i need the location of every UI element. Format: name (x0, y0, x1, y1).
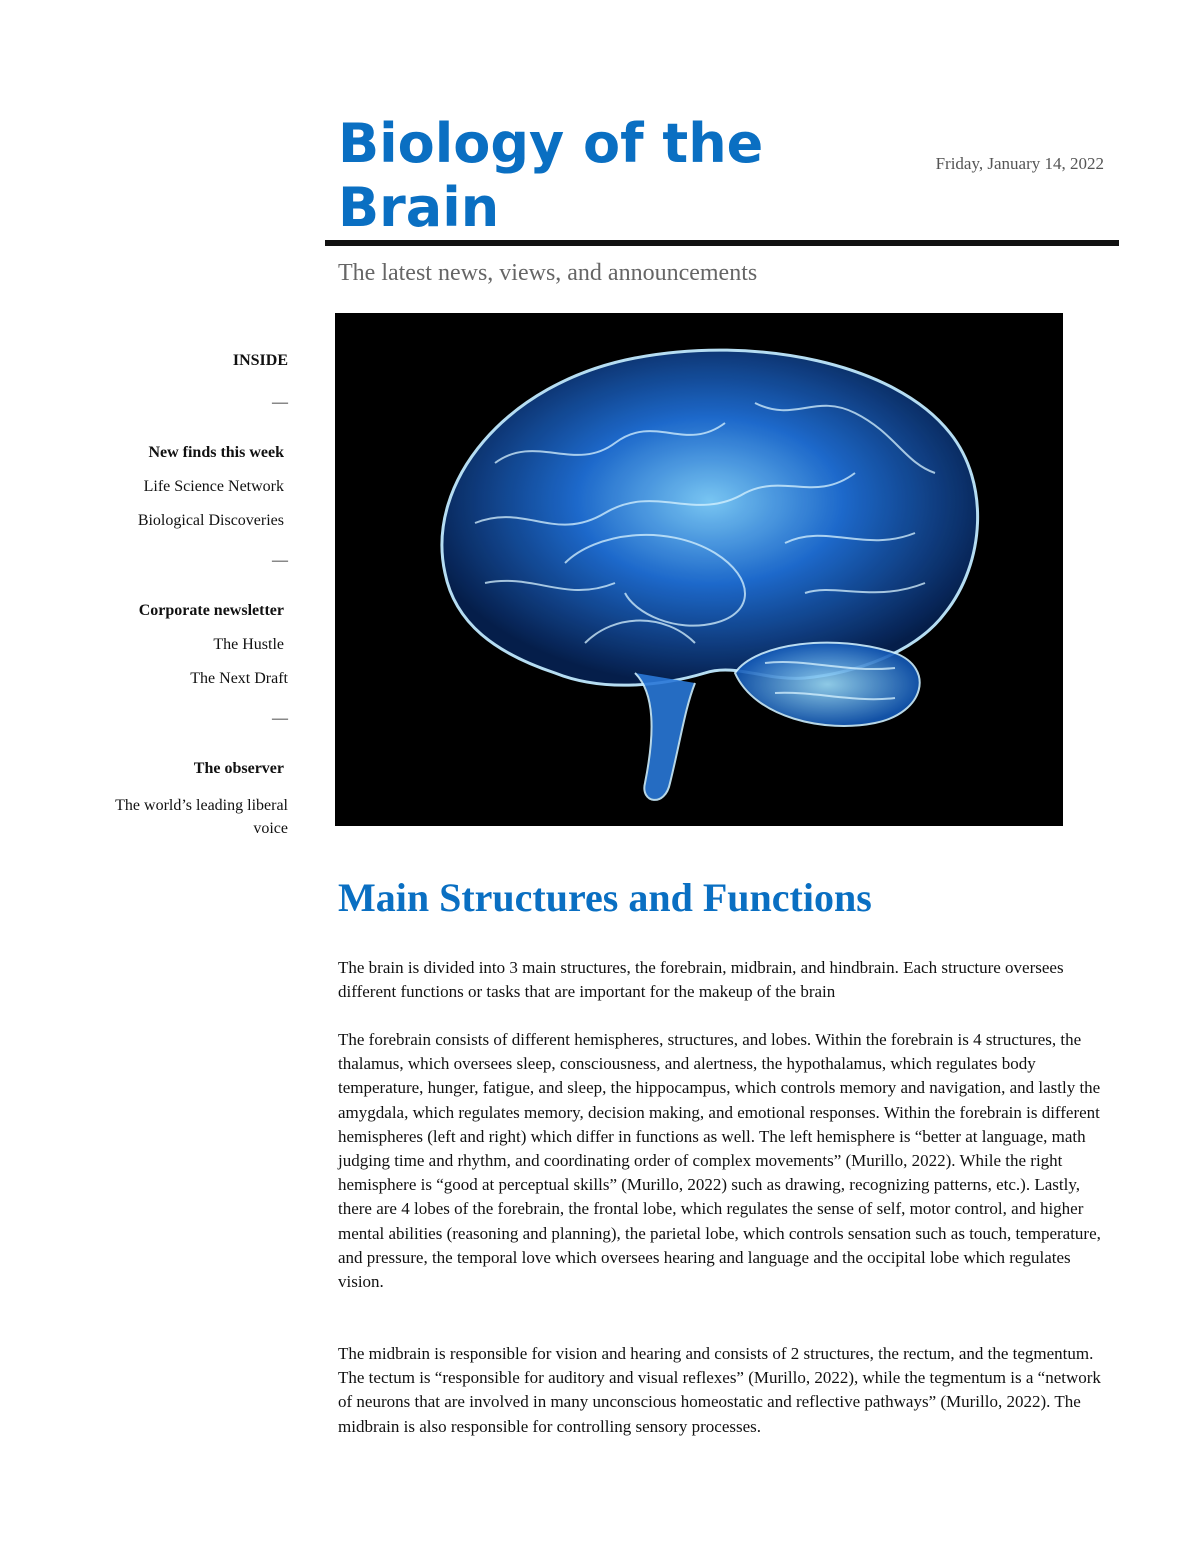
article-paragraph: The brain is divided into 3 main structu… (338, 958, 1064, 1002)
section-heading-corporate-newsletter: Corporate newsletter (138, 602, 284, 619)
newsletter-subtitle: The latest news, views, and announcement… (338, 260, 758, 286)
newsletter-title: Biology of the Brain (338, 112, 764, 239)
brain-illustration-icon (440, 348, 980, 801)
sidebar-divider: — (272, 394, 288, 411)
article-paragraph: The forebrain consists of different hemi… (338, 1030, 1101, 1292)
sidebar-link-the-next-draft[interactable]: The Next Draft (190, 670, 288, 687)
brain-image (335, 313, 1063, 826)
sidebar-link-life-science-network[interactable]: Life Science Network (143, 478, 284, 495)
section-heading-the-observer: The observer (193, 760, 284, 777)
article-heading: Main Structures and Functions (338, 875, 872, 920)
sidebar-link-observer-tagline[interactable]: The world’s leading liberal voice (115, 797, 288, 837)
sidebar-divider: — (272, 552, 288, 569)
inside-label: INSIDE (232, 352, 288, 369)
sidebar-link-the-hustle[interactable]: The Hustle (213, 636, 284, 653)
sidebar-link-biological-discoveries[interactable]: Biological Discoveries (137, 512, 284, 529)
issue-date: Friday, January 14, 2022 (935, 154, 1104, 173)
header-divider (325, 240, 1119, 246)
section-heading-new-finds: New finds this week (148, 444, 284, 461)
article-paragraph: The midbrain is responsible for vision a… (338, 1344, 1101, 1436)
sidebar-divider: — (272, 710, 288, 727)
